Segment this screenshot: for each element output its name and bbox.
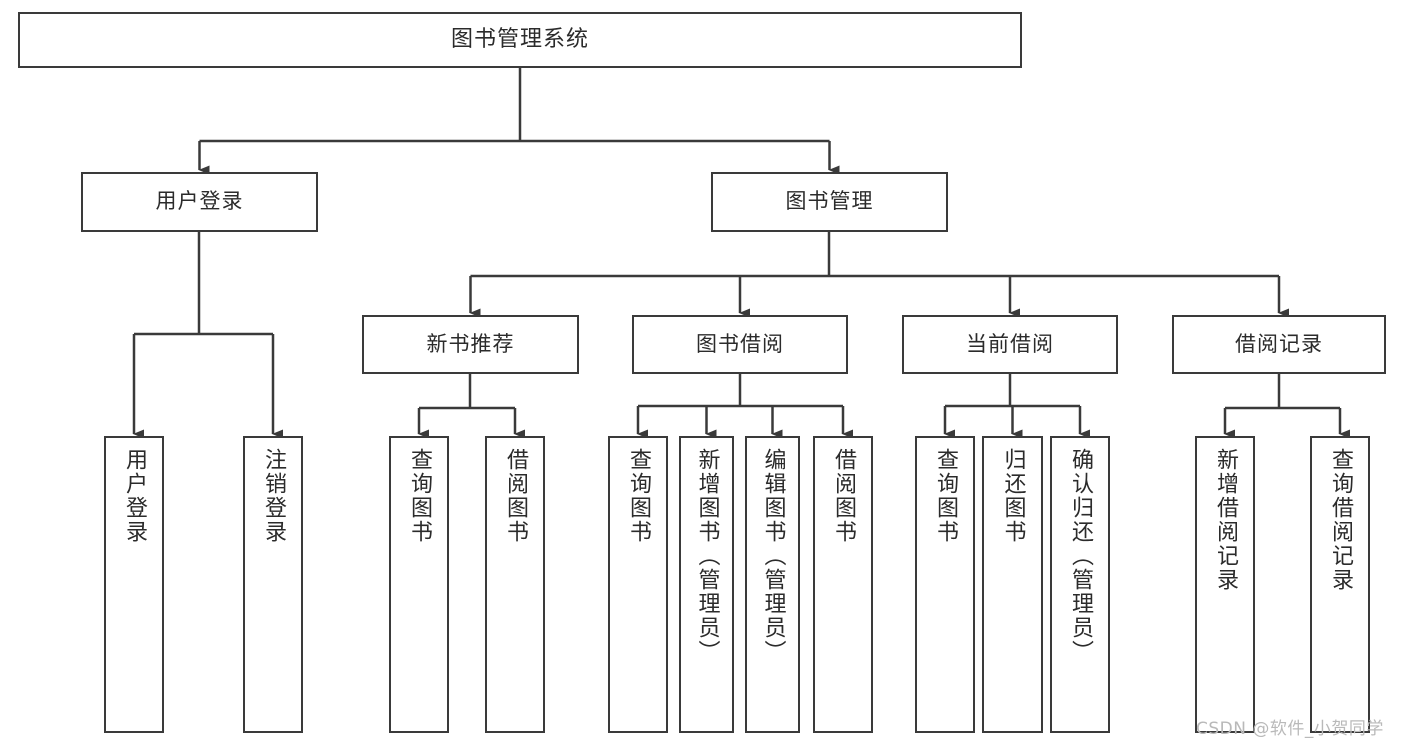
node-label: 注销登录: [260, 448, 286, 544]
node-label: 归还图书: [1000, 448, 1026, 544]
node-label: 用户登录: [155, 189, 244, 214]
node-l-addrec[interactable]: 新增借阅记录: [1195, 436, 1255, 733]
node-borrow[interactable]: 图书借阅: [632, 315, 848, 374]
node-label: 图书管理系统: [450, 26, 589, 52]
node-l-edit[interactable]: 编辑图书（管理员）: [745, 436, 800, 733]
node-label: 用户登录: [121, 448, 147, 544]
csdn-watermark: CSDN @软件_小贺同学: [1196, 719, 1384, 739]
node-l-conf[interactable]: 确认归还（管理员）: [1050, 436, 1110, 733]
node-label: 编辑图书（管理员）: [760, 448, 786, 664]
node-label: 新书推荐: [426, 331, 515, 356]
node-l-q2[interactable]: 查询图书: [608, 436, 668, 733]
node-label: 当前借阅: [966, 331, 1054, 356]
node-label: 借阅图书: [830, 448, 856, 544]
node-label: 确认归还（管理员）: [1067, 448, 1093, 664]
node-l-logout[interactable]: 注销登录: [243, 436, 303, 733]
node-root[interactable]: 图书管理系统: [18, 12, 1022, 68]
node-login[interactable]: 用户登录: [81, 172, 318, 232]
node-label: 查询图书: [932, 448, 958, 544]
node-label: 新增图书（管理员）: [694, 448, 720, 664]
node-l-q3[interactable]: 查询图书: [915, 436, 975, 733]
node-l-add[interactable]: 新增图书（管理员）: [679, 436, 734, 733]
node-l-b2[interactable]: 借阅图书: [813, 436, 873, 733]
node-label: 查询借阅记录: [1327, 448, 1353, 592]
node-l-ret[interactable]: 归还图书: [982, 436, 1043, 733]
node-l-b1[interactable]: 借阅图书: [485, 436, 545, 733]
node-records[interactable]: 借阅记录: [1172, 315, 1386, 374]
node-label: 借阅图书: [502, 448, 528, 544]
node-label: 图书借阅: [696, 331, 784, 356]
node-bookmgmt[interactable]: 图书管理: [711, 172, 948, 232]
node-label: 查询图书: [625, 448, 651, 544]
node-newbook[interactable]: 新书推荐: [362, 315, 579, 374]
node-label: 借阅记录: [1235, 331, 1323, 356]
node-label: 图书管理: [785, 189, 874, 214]
node-l-qrec[interactable]: 查询借阅记录: [1310, 436, 1370, 733]
node-label: 查询图书: [406, 448, 432, 544]
node-l-login[interactable]: 用户登录: [104, 436, 164, 733]
node-current[interactable]: 当前借阅: [902, 315, 1118, 374]
node-l-q1[interactable]: 查询图书: [389, 436, 449, 733]
node-label: 新增借阅记录: [1212, 448, 1238, 592]
